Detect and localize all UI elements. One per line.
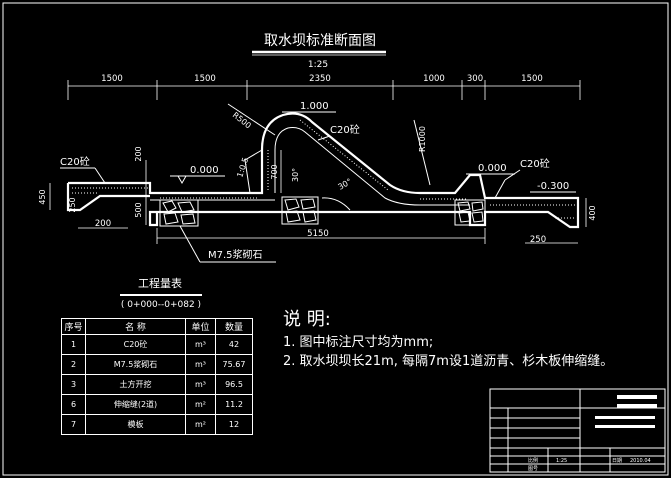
notes-line-2: 2. 取水坝坝长21m, 每隔7m设1道沥青、杉木板伸缩缝。 xyxy=(283,353,613,369)
table-cell: m² xyxy=(185,394,216,415)
top-dim-1: 1500 xyxy=(101,74,123,84)
table-cell: 96.5 xyxy=(215,374,253,395)
table-cell: 伸缩缝(2道) xyxy=(85,394,186,415)
notes-heading: 说 明: xyxy=(283,309,331,330)
table-cell: 1 xyxy=(61,334,86,355)
masonry-stones xyxy=(159,196,486,227)
label-slope: 1:0.5 xyxy=(235,156,250,178)
label-c20-mid: C20砼 xyxy=(330,123,360,136)
table-cell: m² xyxy=(185,414,216,435)
vdim-left: 450 xyxy=(38,189,47,204)
label-angle-a: 30° xyxy=(291,168,300,182)
vertical-dimensions: 450 200 500 250 700 400 xyxy=(38,146,597,227)
label-elev-left: 0.000 xyxy=(190,165,219,176)
label-radius-right: R1000 xyxy=(418,126,427,152)
label-elev-negative: -0.300 xyxy=(537,181,569,192)
bottom-dim-left: 200 xyxy=(95,219,111,229)
title-block: 比例 1:25 日期 2010.04 图号 xyxy=(489,388,666,473)
table-row: 7 模板 m² 12 xyxy=(61,414,253,435)
table-row: 3 土方开挖 m³ 96.5 xyxy=(61,374,253,395)
label-masonry: M7.5浆砌石 xyxy=(208,248,263,261)
table-title: 工程量表 xyxy=(138,276,182,290)
label-c20-right: C20砼 xyxy=(520,157,550,170)
label-elev-top: 1.000 xyxy=(300,101,329,112)
top-dim-2: 1500 xyxy=(194,74,216,84)
vdim-200: 200 xyxy=(134,146,143,161)
top-dim-6: 1500 xyxy=(521,74,543,84)
table-cell: m³ xyxy=(185,374,216,395)
notes-line-1: 1. 图中标注尺寸均为mm; xyxy=(283,335,433,350)
table-subtitle: ( 0+000--0+082 ) xyxy=(121,300,201,310)
vdim-500: 500 xyxy=(134,202,143,217)
table-header-row: 序号 名 称 单位 数量 xyxy=(61,318,253,335)
table-row: 2 M7.5浆砌石 m³ 75.67 xyxy=(61,354,253,375)
table-header-cell: 名 称 xyxy=(85,318,186,335)
top-dimension-chain: 1500 1500 2350 1000 300 1500 xyxy=(67,74,581,100)
label-elev-right: 0.000 xyxy=(478,163,507,174)
bottom-dim-right: 250 xyxy=(530,235,546,245)
label-c20-left: C20砼 xyxy=(60,155,90,168)
bottom-dimension: 5150 200 250 xyxy=(78,219,578,245)
drawing-title: 取水坝标准断面图 xyxy=(264,33,376,49)
bottom-dim-total: 5150 xyxy=(307,229,329,239)
table-header-cell: 单位 xyxy=(185,318,216,335)
table-cell: 6 xyxy=(61,394,86,415)
drawing-scale: 1:25 xyxy=(308,60,328,70)
top-dim-4: 1000 xyxy=(423,74,445,84)
vdim-700: 700 xyxy=(270,164,279,179)
table-cell: 3 xyxy=(61,374,86,395)
table-cell: 模板 xyxy=(85,414,186,435)
tb-date-label: 日期 xyxy=(612,458,622,464)
table-cell: 土方开挖 xyxy=(85,374,186,395)
table-cell: m³ xyxy=(185,354,216,375)
table-header-cell: 序号 xyxy=(61,318,86,335)
tb-scale-value: 1:25 xyxy=(556,458,567,464)
table-row: 6 伸缩缝(2道) m² 11.2 xyxy=(61,394,253,415)
quantity-table: 序号 名 称 单位 数量 1 C20砼 m³ 42 2 M7.5浆砌石 m³ 7… xyxy=(61,318,253,435)
table-cell: 42 xyxy=(215,334,253,355)
top-dim-3: 2350 xyxy=(309,74,331,84)
table-header-cell: 数量 xyxy=(215,318,253,335)
top-dim-5: 300 xyxy=(467,74,483,84)
table-cell: 11.2 xyxy=(215,394,253,415)
table-cell: 7 xyxy=(61,414,86,435)
table-cell: C20砼 xyxy=(85,334,186,355)
tb-scale-label: 比例 xyxy=(528,457,538,464)
table-cell: 2 xyxy=(61,354,86,375)
table-cell: 75.67 xyxy=(215,354,253,375)
table-cell: 12 xyxy=(215,414,253,435)
table-cell: m³ xyxy=(185,334,216,355)
table-row: 1 C20砼 m³ 42 xyxy=(61,334,253,355)
tb-date-value: 2010.04 xyxy=(630,458,651,464)
tb-drawing-no-label: 图号 xyxy=(528,466,538,472)
label-angle-b: 30° xyxy=(337,177,354,192)
vdim-250: 250 xyxy=(68,197,77,212)
vdim-right: 400 xyxy=(588,205,597,220)
table-cell: M7.5浆砌石 xyxy=(85,354,186,375)
